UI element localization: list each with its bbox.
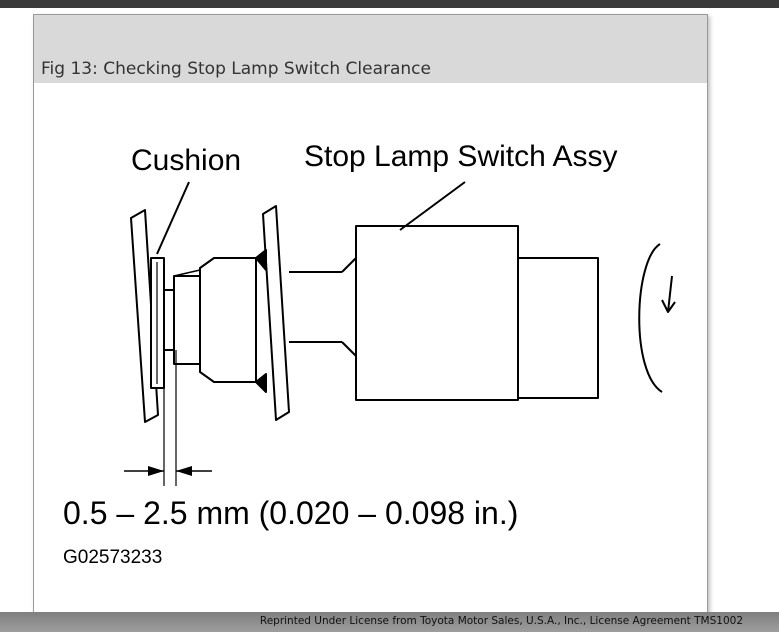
top-window-bar — [0, 0, 779, 8]
clearance-arrow-right — [176, 466, 192, 476]
label-figure-code: G02573233 — [63, 547, 163, 568]
switch-assy-body — [355, 225, 519, 401]
label-cushion: Cushion — [131, 144, 242, 177]
license-footer: Reprinted Under License from Toyota Moto… — [0, 612, 779, 632]
switch-bracket — [262, 205, 290, 421]
rotation-arrow-icon — [638, 243, 663, 393]
figure-caption: Fig 13: Checking Stop Lamp Switch Cleara… — [41, 59, 431, 79]
clearance-arrow-left — [148, 466, 164, 476]
label-stop-lamp-switch-assy: Stop Lamp Switch Assy — [304, 140, 618, 173]
caption-bar: Fig 13: Checking Stop Lamp Switch Cleara… — [34, 15, 707, 83]
label-clearance-spec: 0.5 – 2.5 mm (0.020 – 0.098 in.) — [63, 495, 519, 531]
switch-assy-leader-line — [399, 181, 466, 231]
license-text: Reprinted Under License from Toyota Moto… — [259, 615, 743, 627]
switch-rear-cylinder — [517, 257, 599, 399]
lock-nut — [199, 257, 257, 383]
cushion-leader-line — [156, 181, 190, 255]
threaded-body — [173, 275, 201, 365]
